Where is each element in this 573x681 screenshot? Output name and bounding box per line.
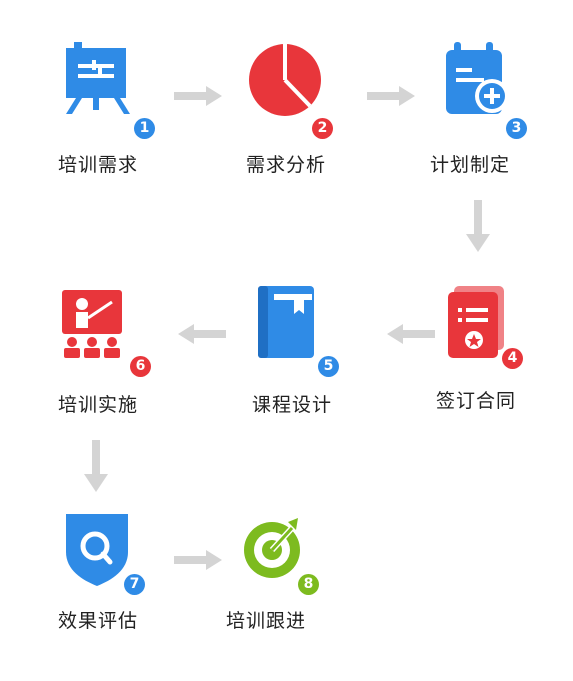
step-number-badge: 3	[506, 118, 527, 139]
step-label: 培训需求	[57, 154, 138, 176]
step-number-badge: 1	[134, 118, 155, 139]
step-label: 效果评估	[57, 610, 138, 632]
step-label: 课程设计	[251, 394, 332, 416]
step-number-badge: 2	[312, 118, 333, 139]
arrow-left-icon	[387, 324, 435, 344]
step-course-design: 5 课程设计	[232, 286, 352, 426]
shield-search-icon: 7	[38, 512, 158, 612]
arrow-down-icon	[466, 200, 490, 252]
step-label: 签订合同	[435, 390, 516, 412]
step-label: 培训实施	[57, 394, 138, 416]
arrow-right-icon	[174, 550, 222, 570]
step-follow-up: 8 培训跟进	[206, 512, 326, 652]
step-number-badge: 6	[130, 356, 151, 377]
step-number-badge: 8	[298, 574, 319, 595]
step-number-badge: 7	[124, 574, 145, 595]
classroom-icon: 6	[38, 290, 158, 390]
arrow-right-icon	[367, 86, 415, 106]
step-training-implementation: 6 培训实施	[38, 290, 158, 430]
pie-chart-icon: 2	[226, 42, 346, 142]
contract-icon: 4	[416, 286, 536, 386]
step-evaluation: 7 效果评估	[38, 512, 158, 652]
step-needs-analysis: 2 需求分析	[226, 42, 346, 182]
step-contract: 4 签订合同	[416, 286, 536, 426]
arrow-down-icon	[84, 440, 108, 492]
training-board-icon: 1	[38, 42, 158, 142]
step-label: 培训跟进	[225, 610, 306, 632]
book-icon: 5	[232, 286, 352, 386]
step-number-badge: 4	[502, 348, 523, 369]
step-number-badge: 5	[318, 356, 339, 377]
calendar-add-icon: 3	[410, 42, 530, 142]
step-training-needs: 1 培训需求	[38, 42, 158, 182]
step-label: 计划制定	[429, 154, 510, 176]
step-plan: 3 计划制定	[410, 42, 530, 182]
target-icon: 8	[206, 512, 326, 612]
arrow-left-icon	[178, 324, 226, 344]
arrow-right-icon	[174, 86, 222, 106]
step-label: 需求分析	[245, 154, 326, 176]
